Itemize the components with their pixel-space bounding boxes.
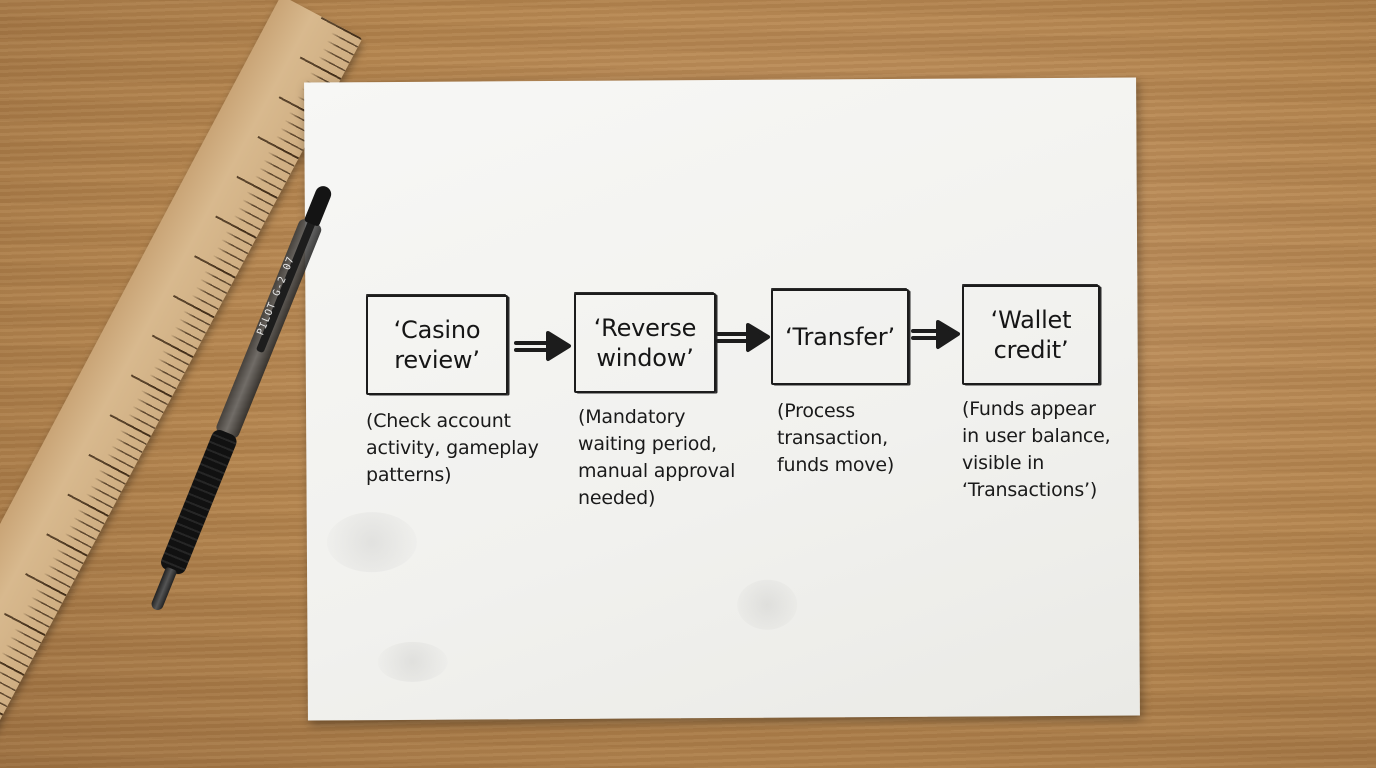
arrow-icon: [718, 325, 768, 350]
step-note-wallet-credit: (Funds appear in user balance, visible i…: [962, 396, 1111, 504]
arrow-icon: [913, 322, 958, 347]
arrow-icon: [516, 333, 569, 359]
step-note-casino-review: (Check account activity, gameplay patter…: [366, 408, 539, 489]
step-note-reverse-window: (Mandatory waiting period, manual approv…: [578, 404, 735, 512]
step-note-transfer: (Process transaction, funds move): [777, 398, 894, 479]
